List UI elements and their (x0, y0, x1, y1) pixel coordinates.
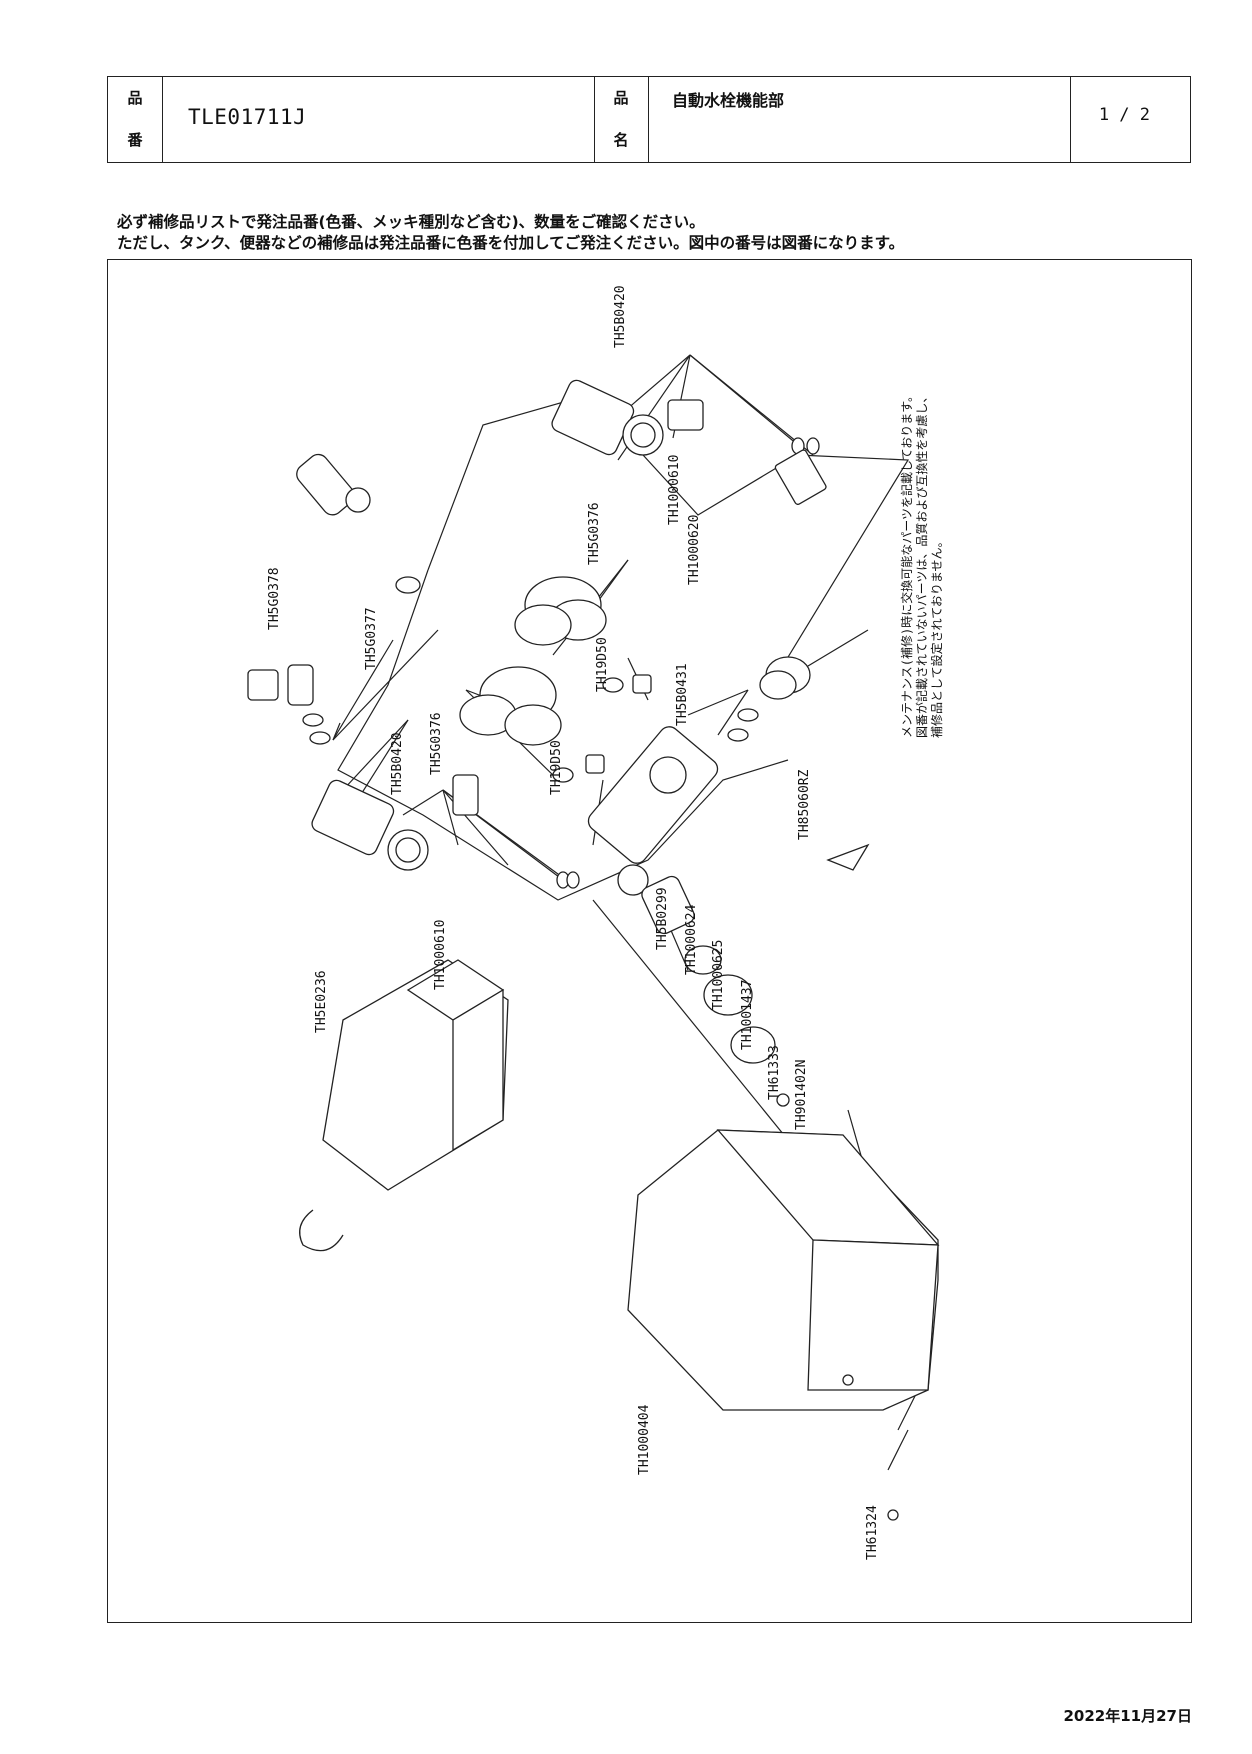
part-name-label-1: 品 (613, 89, 629, 107)
label-th5g0376-mid: TH5G0376 (429, 712, 444, 775)
label-th19d50-top: TH19D50 (595, 637, 610, 692)
label-th85060rz: TH85060RZ (797, 769, 812, 840)
diagram-frame: TH5B0420 TH1000610 TH1000620 TH5G0378 TH… (107, 259, 1192, 1623)
label-th19d50-mid: TH19D50 (549, 740, 564, 795)
divider (1070, 77, 1071, 162)
label-th61324: TH61324 (865, 1505, 880, 1560)
label-th901402n: TH901402N (794, 1060, 809, 1130)
label-th1000610-top: TH1000610 (667, 455, 682, 525)
label-th5g0378: TH5G0378 (267, 567, 282, 630)
divider (648, 77, 649, 162)
label-th5e0236: TH5E0236 (314, 970, 329, 1033)
label-th1001437: TH1001437 (740, 980, 755, 1050)
part-no-label-1: 品 (127, 89, 143, 107)
label-th5b0299: TH5B0299 (655, 887, 670, 950)
label-th1000625: TH1000625 (711, 940, 726, 1010)
divider (162, 77, 163, 162)
divider (594, 77, 595, 162)
header-table: 品 番 TLE01711J 品 名 自動水栓機能部 1 / 2 (107, 76, 1191, 163)
label-th5b0431: TH5B0431 (675, 663, 690, 726)
label-th1000610-mid: TH1000610 (433, 920, 448, 990)
label-th1000404: TH1000404 (637, 1404, 652, 1475)
label-th5b0420-top: TH5B0420 (613, 285, 628, 348)
maintenance-note-line-1: メンテナンス(補修)時に交換可能なパーツを記載しております。 (899, 390, 914, 738)
notice-line-1: 必ず補修品リストで発注品番(色番、メッキ種別など含む)、数量をご確認ください。 (117, 213, 705, 231)
page-number: 1 / 2 (1098, 105, 1150, 125)
maintenance-note-line-3: 補修品として設定されておりません。 (929, 535, 944, 738)
maintenance-note-line-2: 図番が記載されていないパーツは、品質および互換性を考慮し、 (914, 391, 929, 738)
notice-line-2: ただし、タンク、便器などの補修品は発注品番に色番を付加してご発注ください。図中の… (117, 234, 905, 252)
exploded-diagram: TH5B0420 TH1000610 TH1000620 TH5G0378 TH… (247, 285, 944, 1560)
label-th1000620: TH1000620 (687, 515, 702, 585)
part-no-label-2: 番 (127, 131, 143, 149)
label-th61333: TH61333 (767, 1045, 782, 1100)
part-number: TLE01711J (188, 105, 307, 129)
part-name: 自動水栓機能部 (672, 91, 785, 110)
part-name-label-2: 名 (613, 131, 629, 149)
label-th1000624: TH1000624 (684, 904, 699, 975)
label-th5g0377: TH5G0377 (364, 607, 379, 670)
label-th5g0376-top: TH5G0376 (587, 502, 602, 565)
issue-date: 2022年11月27日 (1063, 1707, 1193, 1725)
label-th5b0420-mid: TH5B0420 (390, 732, 405, 795)
